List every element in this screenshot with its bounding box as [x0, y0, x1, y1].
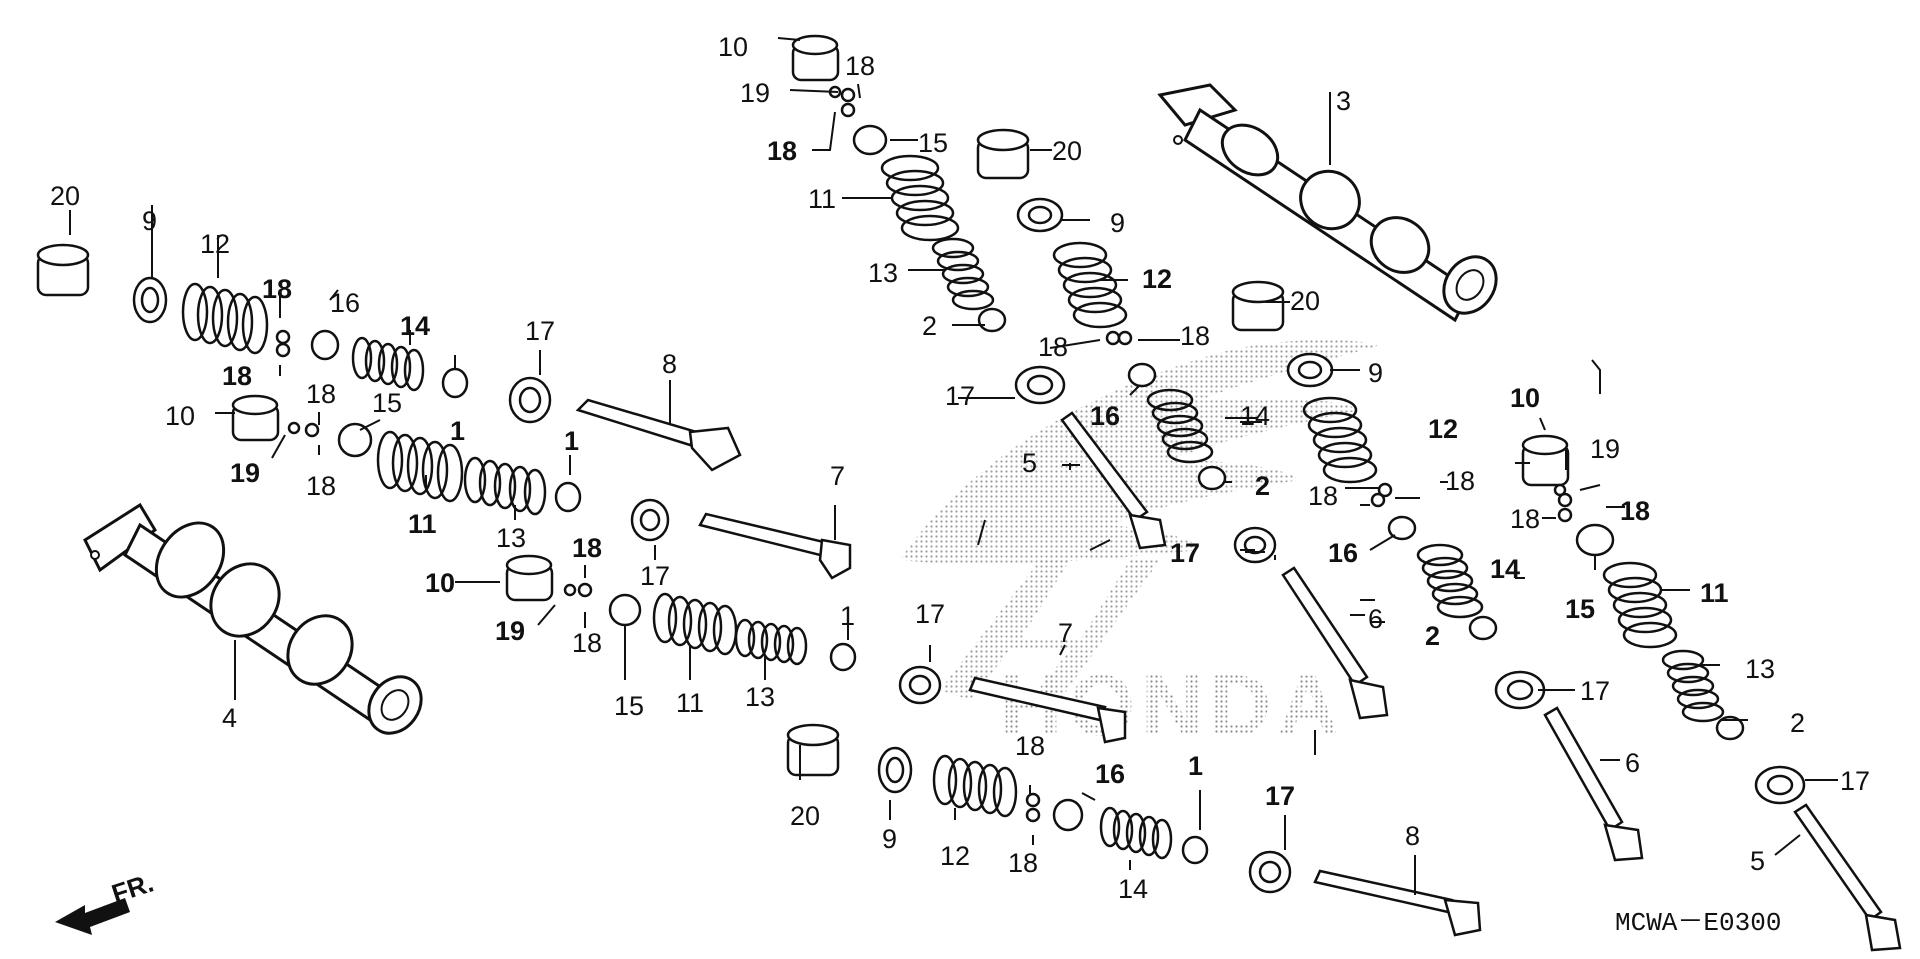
callout-13: 13	[745, 682, 775, 712]
callout-18: 18	[222, 361, 252, 391]
callout-1: 1	[840, 601, 855, 631]
callout-2: 2	[922, 311, 937, 341]
callout-15: 15	[918, 128, 948, 158]
callout-18: 18	[1445, 466, 1475, 496]
callout-17: 17	[1265, 781, 1295, 811]
callout-9: 9	[142, 206, 157, 236]
callout-18: 18	[572, 628, 602, 658]
callout-16: 16	[1328, 538, 1358, 568]
callout-1: 1	[1188, 751, 1203, 781]
callout-18: 18	[1510, 504, 1540, 534]
callout-5: 5	[1022, 448, 1037, 478]
leader-lines	[69, 37, 1838, 895]
callout-20: 20	[50, 181, 80, 211]
callout-15: 15	[372, 388, 402, 418]
callout-18: 18	[767, 136, 797, 166]
small-parts	[36, 34, 1806, 894]
callout-9: 9	[882, 824, 897, 854]
callout-10: 10	[1510, 383, 1540, 413]
valve-springs	[181, 154, 1725, 860]
callout-18: 18	[1180, 321, 1210, 351]
callout-7: 7	[830, 461, 845, 491]
front-label: FR.	[108, 867, 157, 908]
callout-16: 16	[1090, 401, 1120, 431]
callout-16: 16	[330, 288, 360, 318]
callout-1: 1	[564, 426, 579, 456]
diagram-code: MCWA－E0300	[1615, 908, 1781, 938]
callout-11: 11	[1700, 578, 1729, 608]
callout-3: 3	[1336, 86, 1351, 116]
callout-17: 17	[915, 599, 945, 629]
callout-5: 5	[1750, 846, 1765, 876]
callout-13: 13	[496, 523, 526, 553]
callout-17: 17	[945, 381, 975, 411]
camshaft-4	[83, 502, 423, 735]
callout-labels: 10 18 19 18 15 20 3 11 9 13 12 20 2 18 1…	[50, 32, 1870, 904]
callout-20: 20	[1052, 136, 1082, 166]
callout-17: 17	[525, 316, 555, 346]
callout-18: 18	[306, 471, 336, 501]
front-direction-arrow: FR.	[55, 867, 157, 935]
callout-17: 17	[640, 561, 670, 591]
valves	[575, 398, 1902, 952]
callout-16: 16	[1095, 759, 1125, 789]
callout-13: 13	[868, 258, 898, 288]
callout-14: 14	[400, 311, 430, 341]
callout-9: 9	[1110, 208, 1125, 238]
callout-19: 19	[230, 458, 260, 488]
callout-12: 12	[200, 229, 230, 259]
callout-17: 17	[1170, 538, 1200, 568]
callout-8: 8	[662, 349, 677, 379]
callout-2: 2	[1790, 708, 1805, 738]
callout-9: 9	[1368, 358, 1383, 388]
callout-18: 18	[1038, 332, 1068, 362]
callout-15: 15	[1565, 594, 1595, 624]
callout-12: 12	[1142, 264, 1172, 294]
callout-11: 11	[808, 184, 836, 214]
callout-1: 1	[450, 416, 465, 446]
callout-18: 18	[306, 379, 336, 409]
callout-14: 14	[1490, 554, 1520, 584]
callout-15: 15	[614, 691, 644, 721]
callout-20: 20	[1290, 286, 1320, 316]
callout-4: 4	[222, 703, 237, 733]
callout-20: 20	[790, 801, 820, 831]
callout-18: 18	[262, 274, 292, 304]
callout-19: 19	[495, 616, 525, 646]
callout-2: 2	[1255, 471, 1270, 501]
callout-12: 12	[940, 841, 970, 871]
callout-6: 6	[1368, 604, 1383, 634]
honda-wing-watermark: HONDA	[900, 340, 1380, 754]
callout-11: 11	[408, 509, 437, 539]
callout-13: 13	[1745, 654, 1775, 684]
callout-18: 18	[1308, 481, 1338, 511]
callout-2: 2	[1425, 621, 1440, 651]
callout-10: 10	[425, 568, 455, 598]
callout-19: 19	[740, 78, 770, 108]
camshaft-3	[1157, 83, 1498, 323]
callout-17: 17	[1840, 766, 1870, 796]
callout-10: 10	[165, 401, 195, 431]
callout-18: 18	[1620, 496, 1650, 526]
callout-7: 7	[1058, 618, 1073, 648]
callout-6: 6	[1625, 748, 1640, 778]
callout-12: 12	[1428, 414, 1458, 444]
callout-14: 14	[1240, 401, 1270, 431]
callout-10: 10	[718, 32, 748, 62]
callout-11: 11	[676, 688, 704, 718]
callout-18: 18	[1015, 731, 1045, 761]
callout-18: 18	[1008, 848, 1038, 878]
callout-18: 18	[572, 533, 602, 563]
callout-17: 17	[1580, 676, 1610, 706]
callout-14: 14	[1118, 874, 1148, 904]
callout-8: 8	[1405, 821, 1420, 851]
callout-19: 19	[1590, 434, 1620, 464]
callout-18: 18	[845, 51, 875, 81]
